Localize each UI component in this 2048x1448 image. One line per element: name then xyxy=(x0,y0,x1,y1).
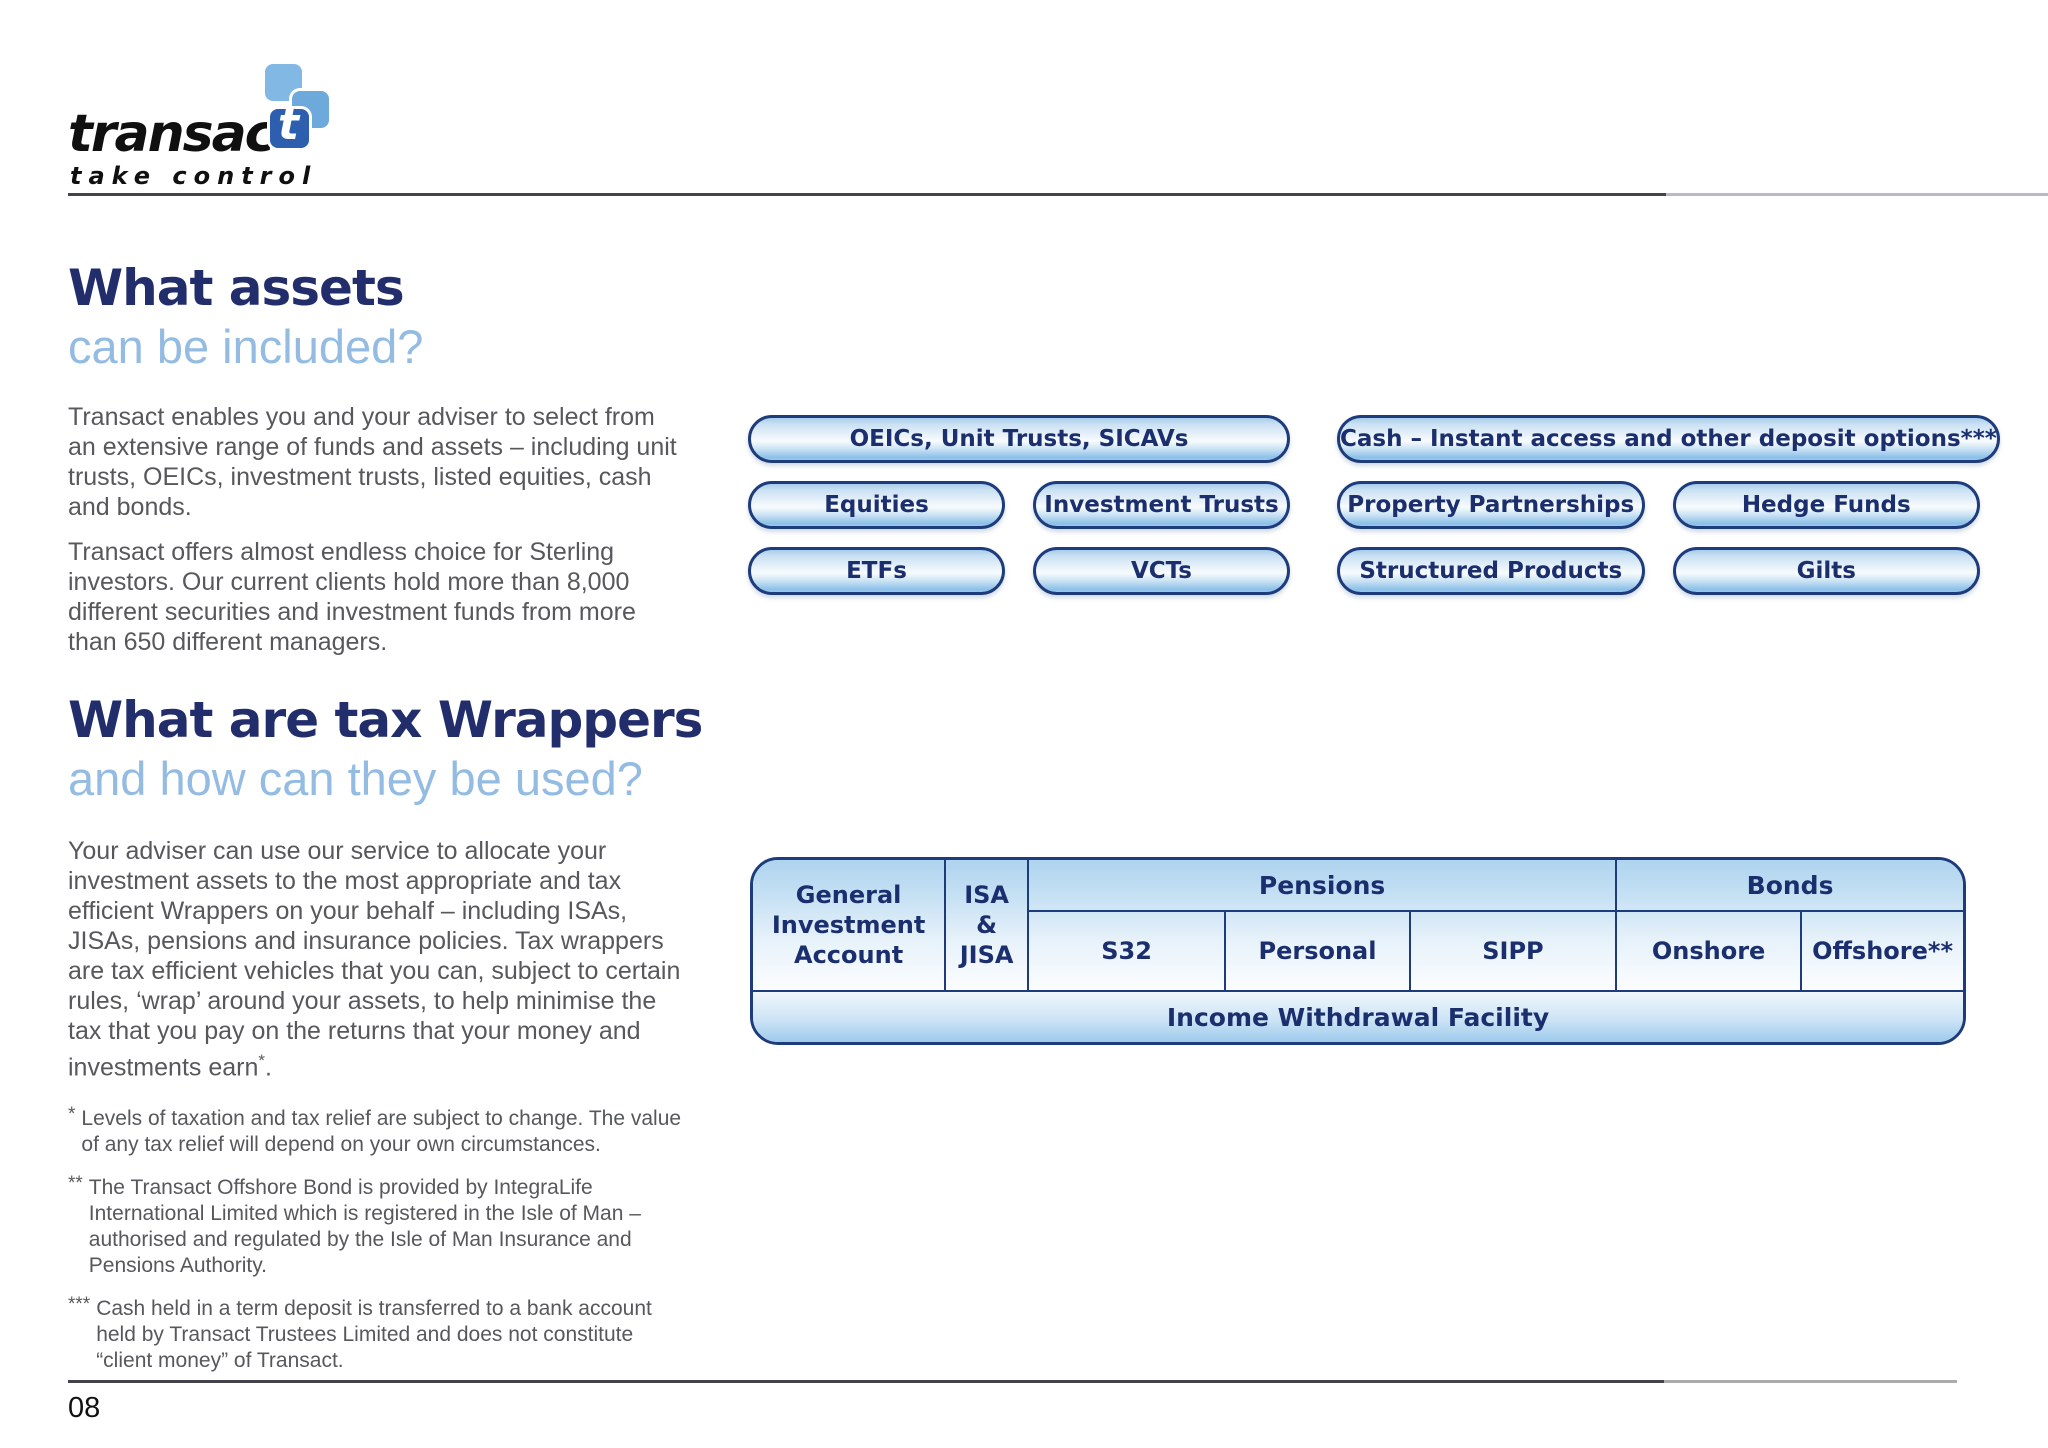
assets-paragraph-2: Transact offers almost endless choice fo… xyxy=(68,538,636,656)
pill-property-partnerships: Property Partnerships xyxy=(1337,481,1645,529)
group-pensions: Pensions S32 Personal SIPP xyxy=(1027,860,1616,990)
logo-letter-t: t xyxy=(277,98,300,150)
transact-logo: transac t take control xyxy=(68,60,398,190)
assets-paragraph-1: Transact enables you and your adviser to… xyxy=(68,403,677,521)
cell-sipp: SIPP xyxy=(1408,912,1615,990)
footnote-3-marker: *** xyxy=(68,1294,91,1315)
cell-s32: S32 xyxy=(1101,937,1152,965)
wrappers-paragraph-period: . xyxy=(265,1053,272,1082)
logo-square-dark-icon: t xyxy=(270,102,309,148)
footer-rule xyxy=(68,1380,1957,1383)
cell-onshore: Onshore xyxy=(1651,937,1766,965)
wrappers-paragraph: Your adviser can use our service to allo… xyxy=(68,836,682,1082)
cell-isa-jisa: ISA & JISA xyxy=(944,860,1027,990)
pill-equities: Equities xyxy=(748,481,1005,529)
footnotes: * Levels of taxation and tax relief are … xyxy=(68,1104,688,1391)
group-bonds: Bonds Onshore Offshore** xyxy=(1615,860,1963,990)
header-pensions: Pensions xyxy=(1029,860,1616,912)
pill-gilts: Gilts xyxy=(1672,547,1980,595)
section-assets-heading: What assets can be included? xyxy=(68,258,708,376)
footnote-1-marker: * xyxy=(68,1104,76,1125)
footnote-1-text: Levels of taxation and tax relief are su… xyxy=(81,1107,682,1156)
heading-tax-wrappers: What are tax Wrappers xyxy=(68,691,703,749)
pill-investment-trusts: Investment Trusts xyxy=(1033,481,1290,529)
footnote-2-text: The Transact Offshore Bond is provided b… xyxy=(88,1176,641,1277)
footnote-3-text: Cash held in a term deposit is transferr… xyxy=(96,1297,652,1372)
section-wrappers-heading: What are tax Wrappers and how can they b… xyxy=(68,690,708,808)
wrappers-paragraph-text: Your adviser can use our service to allo… xyxy=(68,837,681,1082)
logo-wordmark: transac xyxy=(68,104,275,164)
pill-structured-products: Structured Products xyxy=(1337,547,1645,595)
tax-wrapper-table: General Investment Account ISA & JISA Pe… xyxy=(750,857,1966,1045)
header-bonds: Bonds xyxy=(1617,860,1963,912)
cell-general-investment-account: General Investment Account xyxy=(771,881,926,969)
pill-cash-deposit-options: Cash – Instant access and other deposit … xyxy=(1337,415,2000,463)
heading-what-assets: What assets xyxy=(68,259,405,317)
header-rule xyxy=(68,193,2048,196)
pill-oeics-unit-trusts-sicavs: OEICs, Unit Trusts, SICAVs xyxy=(748,415,1290,463)
subheading-can-be-included: can be included? xyxy=(68,320,424,373)
asset-pill-group-right: Cash – Instant access and other deposit … xyxy=(1337,415,2000,595)
cell-offshore: Offshore** xyxy=(1800,912,1963,990)
logo-tagline: take control xyxy=(70,162,318,190)
cell-income-withdrawal-facility: Income Withdrawal Facility xyxy=(753,990,1963,1042)
footnote-2-marker: ** xyxy=(68,1173,83,1194)
footnote-marker-inline: * xyxy=(258,1051,265,1070)
cell-personal: Personal xyxy=(1224,912,1409,990)
asset-pill-group-left: OEICs, Unit Trusts, SICAVs Equities Inve… xyxy=(748,415,1290,595)
tax-wrapper-table-top: General Investment Account ISA & JISA Pe… xyxy=(753,860,1963,990)
footnote-2: ** The Transact Offshore Bond is provide… xyxy=(68,1173,688,1279)
pill-hedge-funds: Hedge Funds xyxy=(1672,481,1980,529)
subheading-how-used: and how can they be used? xyxy=(68,752,643,805)
footnote-1: * Levels of taxation and tax relief are … xyxy=(68,1104,688,1158)
pill-vcts: VCTs xyxy=(1033,547,1290,595)
page-number: 08 xyxy=(68,1392,101,1424)
footnote-3: *** Cash held in a term deposit is trans… xyxy=(68,1294,688,1374)
pill-etfs: ETFs xyxy=(748,547,1005,595)
